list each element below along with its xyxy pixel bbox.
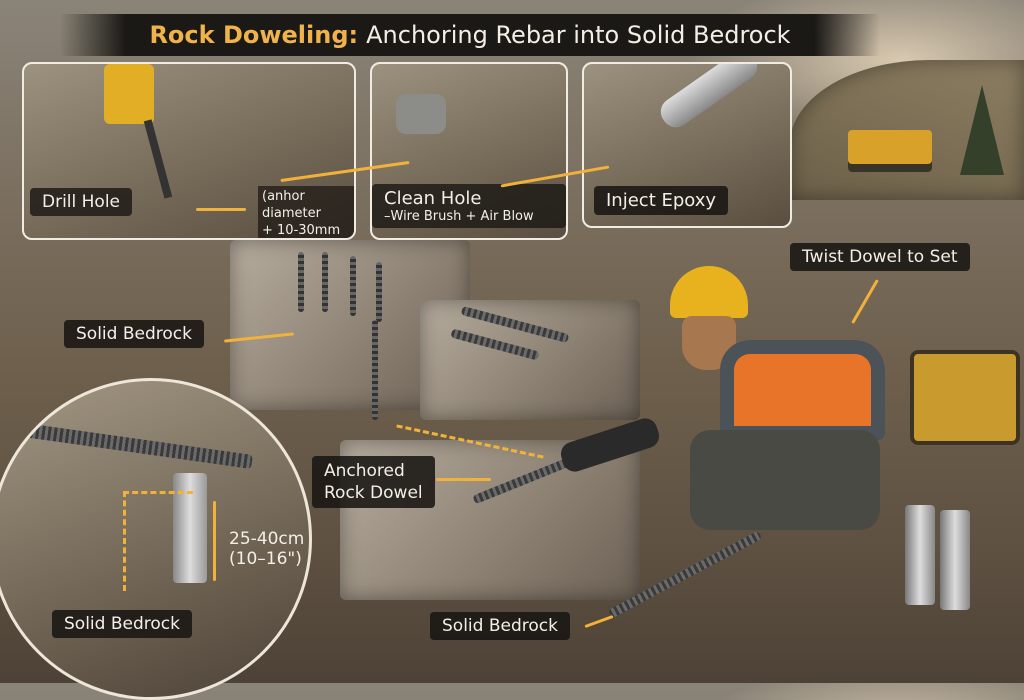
step-panel-drill: Drill Hole (anhor diameter + 10-30mm (0.…	[22, 62, 356, 240]
arrow-icon	[436, 478, 491, 481]
hard-hat	[670, 266, 748, 318]
vertical-rebar	[372, 320, 378, 420]
depth-line: 25-40cm	[229, 529, 305, 549]
vertical-rebar	[322, 252, 328, 312]
step-panel-clean: Clean Hole –Wire Brush + Air Blow	[370, 62, 568, 240]
dowel-cross-section	[23, 423, 253, 469]
arrow-icon	[584, 614, 614, 629]
callout-twist-dowel: Twist Dowel to Set	[790, 243, 970, 271]
depth-arrow-icon	[213, 501, 216, 581]
worker	[557, 260, 910, 560]
drill-bit	[143, 119, 173, 199]
bedrock-step	[420, 300, 640, 420]
core-bit	[940, 510, 970, 610]
core-bit	[905, 505, 935, 605]
pine-tree	[960, 85, 1004, 175]
callout-line: Anchored	[324, 461, 405, 481]
step-sublabel: –Wire Brush + Air Blow	[384, 209, 534, 224]
vertical-rebar	[350, 256, 356, 316]
note-line: + 10-30mm (0.4–2 in)	[262, 223, 341, 238]
title-highlight: Rock Doweling:	[149, 21, 359, 49]
step-label-clean-hole: Clean Hole –Wire Brush + Air Blow	[372, 184, 566, 228]
title-banner: Rock Doweling: Anchoring Rebar into Soli…	[60, 14, 880, 56]
callout-solid-bedrock: Solid Bedrock	[64, 320, 204, 348]
drill-icon	[104, 64, 154, 124]
step-panel-epoxy: Inject Epoxy	[582, 62, 792, 228]
cross-section-inset: 25-40cm (10–16")	[0, 378, 312, 700]
step-label-inject-epoxy: Inject Epoxy	[594, 186, 729, 215]
safety-vest	[720, 340, 885, 440]
dump-truck	[848, 130, 932, 172]
generator	[910, 350, 1020, 445]
callout-anchored-dowel: Anchored Rock Dowel	[312, 456, 435, 508]
callout-line: Rock Dowel	[324, 483, 423, 503]
epoxy-gun-icon	[655, 64, 763, 133]
title-text: Anchoring Rebar into Solid Bedrock	[366, 21, 791, 49]
hole-diameter-note: (anhor diameter + 10-30mm (0.4–2 in)	[258, 186, 354, 238]
arrow-icon	[196, 208, 246, 211]
step-label-drill-hole: Drill Hole	[30, 188, 133, 216]
depth-line: (10–16")	[229, 549, 302, 569]
depth-note: 25-40cm (10–16")	[229, 529, 304, 569]
legs	[690, 430, 880, 530]
step-label: Clean Hole	[384, 188, 482, 209]
depth-guide-line	[123, 491, 193, 591]
callout-bottom-bedrock: Solid Bedrock	[430, 612, 570, 640]
note-line: (anhor diameter	[262, 189, 321, 221]
wire-brush-icon	[396, 94, 446, 134]
vertical-rebar	[298, 252, 304, 312]
callout-inset-bedrock: Solid Bedrock	[52, 610, 192, 638]
vertical-rebar	[376, 262, 382, 322]
